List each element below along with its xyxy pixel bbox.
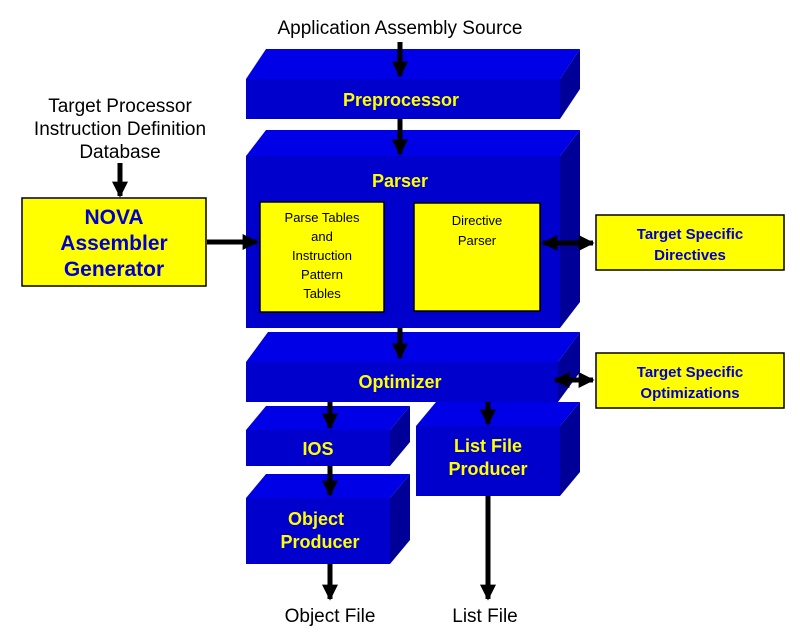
target-specific-directives-box: Target Specific Directives (595, 214, 785, 271)
application-assembly-source-label: Application Assembly Source (277, 18, 522, 39)
list-file-producer-label-line-1: List File (454, 436, 522, 456)
target-db-label-line-2: Instruction Definition (34, 119, 206, 140)
parse-tables-box: Parse Tables and Instruction Pattern Tab… (259, 201, 385, 313)
directive-parser-line-1: Directive (452, 213, 503, 228)
optimizer-block: Optimizer (246, 332, 580, 402)
target-optimizations-line-1: Target Specific (637, 364, 743, 381)
preprocessor-block: Preprocessor (246, 49, 580, 119)
target-directives-line-1: Target Specific (637, 226, 743, 243)
target-db-label-line-1: Target Processor (48, 96, 192, 117)
nova-assembler-generator-box: NOVA Assembler Generator (21, 197, 207, 287)
parse-tables-line-2: and (311, 229, 333, 244)
parse-tables-line-3: Instruction (292, 248, 352, 263)
list-file-producer-block: List File Producer (416, 402, 580, 496)
directive-parser-line-2: Parser (458, 233, 497, 248)
target-specific-optimizations-box: Target Specific Optimizations (595, 352, 785, 409)
list-file-label: List File (452, 606, 517, 627)
parse-tables-line-5: Tables (303, 286, 341, 301)
object-producer-label-line-2: Producer (280, 532, 359, 552)
nova-generator-line-3: Generator (64, 258, 164, 281)
optimizer-label: Optimizer (358, 372, 441, 392)
parse-tables-line-1: Parse Tables (285, 210, 360, 225)
object-producer-label-line-1: Object (288, 509, 344, 529)
nova-generator-line-1: NOVA (84, 206, 143, 229)
nova-generator-line-2: Assembler (60, 232, 167, 255)
object-file-label: Object File (285, 606, 376, 627)
parser-label: Parser (372, 171, 428, 191)
preprocessor-label: Preprocessor (343, 90, 459, 110)
object-producer-block: Object Producer (246, 474, 410, 564)
target-db-label-line-3: Database (79, 142, 160, 163)
directive-parser-box: Directive Parser (413, 202, 541, 312)
target-directives-line-2: Directives (654, 247, 726, 264)
parse-tables-line-4: Pattern (301, 267, 343, 282)
target-optimizations-line-2: Optimizations (640, 385, 739, 402)
list-file-producer-label-line-2: Producer (448, 459, 527, 479)
ios-label: IOS (302, 439, 333, 459)
